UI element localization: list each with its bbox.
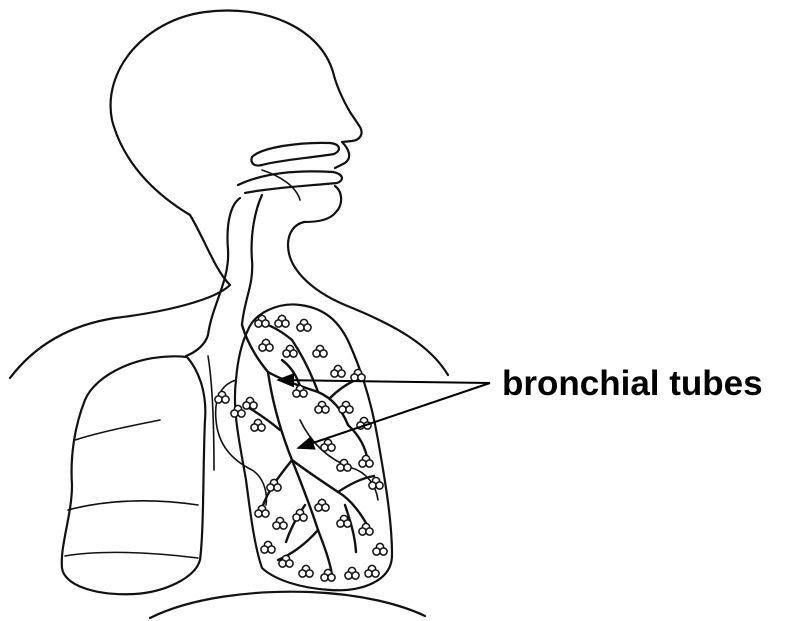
left-side-lung [62,356,214,594]
lower-outline [150,592,425,618]
body-outline [10,10,448,378]
bronchial-tree [242,322,374,575]
label-bronchial-tubes: bronchial tubes [502,364,763,403]
pointer-lower [298,383,490,448]
pointer-upper [278,380,490,383]
right-side-lung [216,304,392,590]
